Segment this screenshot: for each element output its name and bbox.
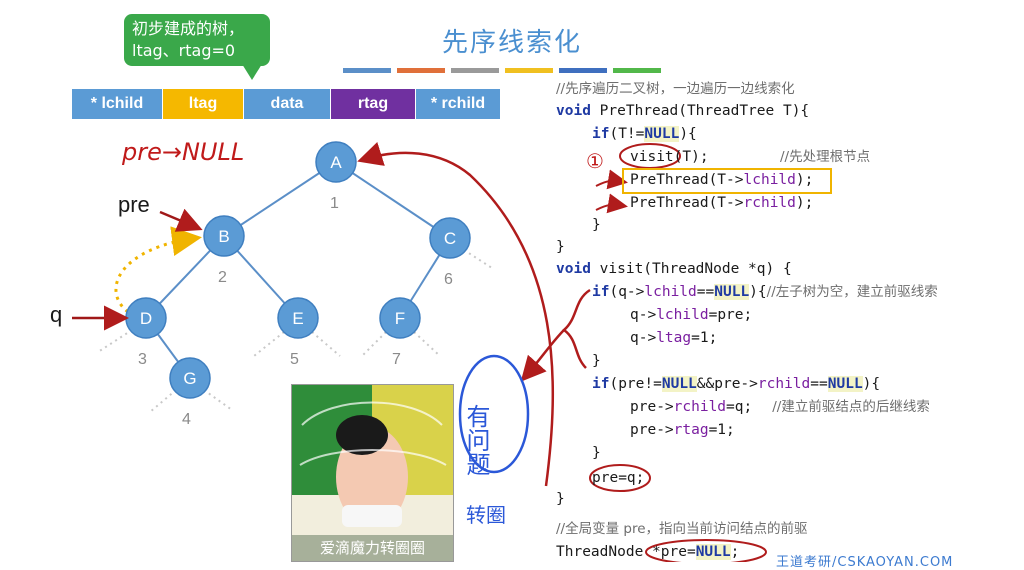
tree-node-label-e: E	[292, 309, 303, 328]
tree-node-label-d: D	[140, 309, 152, 328]
title-bar-segment	[613, 68, 661, 73]
tree-node-order-c: 6	[444, 271, 453, 288]
code-line-21: ThreadNode *pre=NULL;	[556, 544, 740, 560]
code-line-8: }	[556, 239, 565, 255]
pre-pointer-arrow	[159, 208, 203, 232]
title-bar-segment	[343, 68, 391, 73]
edge-a-b	[223, 161, 337, 237]
tree-node-g	[169, 357, 211, 399]
tree-node-c	[429, 217, 471, 259]
code-line-12: q->ltag=1;	[630, 330, 718, 346]
title-bar-segment	[559, 68, 607, 73]
call-arrow-1	[595, 169, 628, 190]
code-line-18: pre=q;	[592, 470, 645, 486]
highlight-lchild-call	[622, 168, 832, 194]
tree-node-a	[315, 141, 357, 183]
slide-title: 先序线索化	[441, 28, 582, 58]
tree-node-order-g: 4	[182, 411, 191, 428]
code-line-11: q->lchild=pre;	[630, 307, 753, 323]
tree-node-order-e: 5	[290, 351, 299, 368]
field-rchild: * rchild	[416, 89, 501, 119]
code-line-20: //全局变量 pre，指向当前访问结点的前驱	[556, 521, 808, 537]
code-line-9: void visit(ThreadNode *q) {	[556, 261, 792, 277]
red-brace	[561, 288, 591, 369]
field-data: data	[244, 89, 331, 119]
footer-watermark: 王道考研/CSKAOYAN.COM	[776, 555, 954, 570]
image-caption: 爱滴魔力转圈圈	[292, 535, 453, 561]
code-line-1: //先序遍历二叉树，一边遍历一边线索化	[556, 81, 795, 97]
code-line-15: pre->rchild=q;//建立前驱结点的后继线索	[630, 399, 930, 415]
code-line-16: pre->rtag=1;	[630, 422, 735, 438]
callout-line-2: ltag、rtag=0	[132, 41, 236, 60]
code-line-10: if(q->lchild==NULL){//左子树为空，建立前驱线索	[592, 284, 938, 300]
code-line-13: }	[592, 353, 601, 369]
code-line-19: }	[556, 491, 565, 507]
tree-node-b	[203, 215, 245, 257]
red-brace-arrow	[520, 329, 565, 382]
code-line-5: PreThread(T->lchild);	[630, 172, 814, 188]
tree-node-order-b: 2	[218, 269, 227, 286]
q-pointer-label: q	[50, 302, 62, 327]
tree-node-label-a: A	[330, 153, 342, 172]
circle-pre-q	[589, 464, 651, 492]
tree-node-label-c: C	[444, 229, 456, 248]
code-line-14: if(pre!=NULL&&pre->rchild==NULL){	[592, 376, 881, 392]
tree-node-order-a: 1	[330, 195, 339, 212]
code-line-4: visit(T);//先处理根节点	[630, 149, 871, 165]
handwritten-step-1: ①	[586, 149, 604, 173]
field-ltag: ltag	[163, 89, 244, 119]
code-line-6: PreThread(T->rchild);	[630, 195, 814, 211]
return-arrow-to-a	[357, 142, 555, 487]
code-line-7: }	[592, 217, 601, 233]
code-line-2: void PreThread(ThreadTree T){	[556, 103, 810, 119]
handwritten-turn: 转圈	[466, 503, 506, 527]
tree-node-order-f: 7	[392, 351, 401, 368]
callout-line-1: 初步建成的树，	[132, 19, 245, 38]
tree-node-f	[379, 297, 421, 339]
thread-d-to-b	[114, 226, 202, 314]
handwritten-question: 有问题	[462, 404, 490, 476]
handwritten-pre-null: pre→NULL	[121, 138, 244, 166]
pre-pointer-label: pre	[118, 192, 150, 217]
call-arrow-2	[595, 193, 628, 214]
tree-node-e	[277, 297, 319, 339]
question-ellipse	[458, 354, 530, 474]
edge-a-c	[335, 161, 451, 239]
cartoon-image: 爱滴魔力转圈圈	[291, 384, 454, 562]
tree-node-order-d: 3	[138, 351, 147, 368]
tree-nodes: A 1B 2 C 6D 3 E 5 F 7G 4	[125, 141, 471, 428]
field-lchild: * lchild	[72, 89, 163, 119]
code-line-17: }	[592, 445, 601, 461]
title-bar-segment	[451, 68, 499, 73]
node-structure-fields: * lchild ltag data rtag * rchild	[72, 89, 501, 119]
title-bar-segment	[397, 68, 445, 73]
cartoon-spinning-figure	[292, 385, 453, 561]
title-bar-segment	[505, 68, 553, 73]
code-line-3: if(T!=NULL){	[592, 126, 697, 142]
tree-node-label-b: B	[218, 227, 229, 246]
null-pointer-stubs	[97, 249, 493, 413]
circle-pre-null	[645, 539, 767, 562]
callout-bubble: 初步建成的树， ltag、rtag=0	[124, 14, 270, 80]
field-rtag: rtag	[331, 89, 416, 119]
tree-node-label-g: G	[183, 369, 196, 388]
tree-node-label-f: F	[395, 309, 405, 328]
